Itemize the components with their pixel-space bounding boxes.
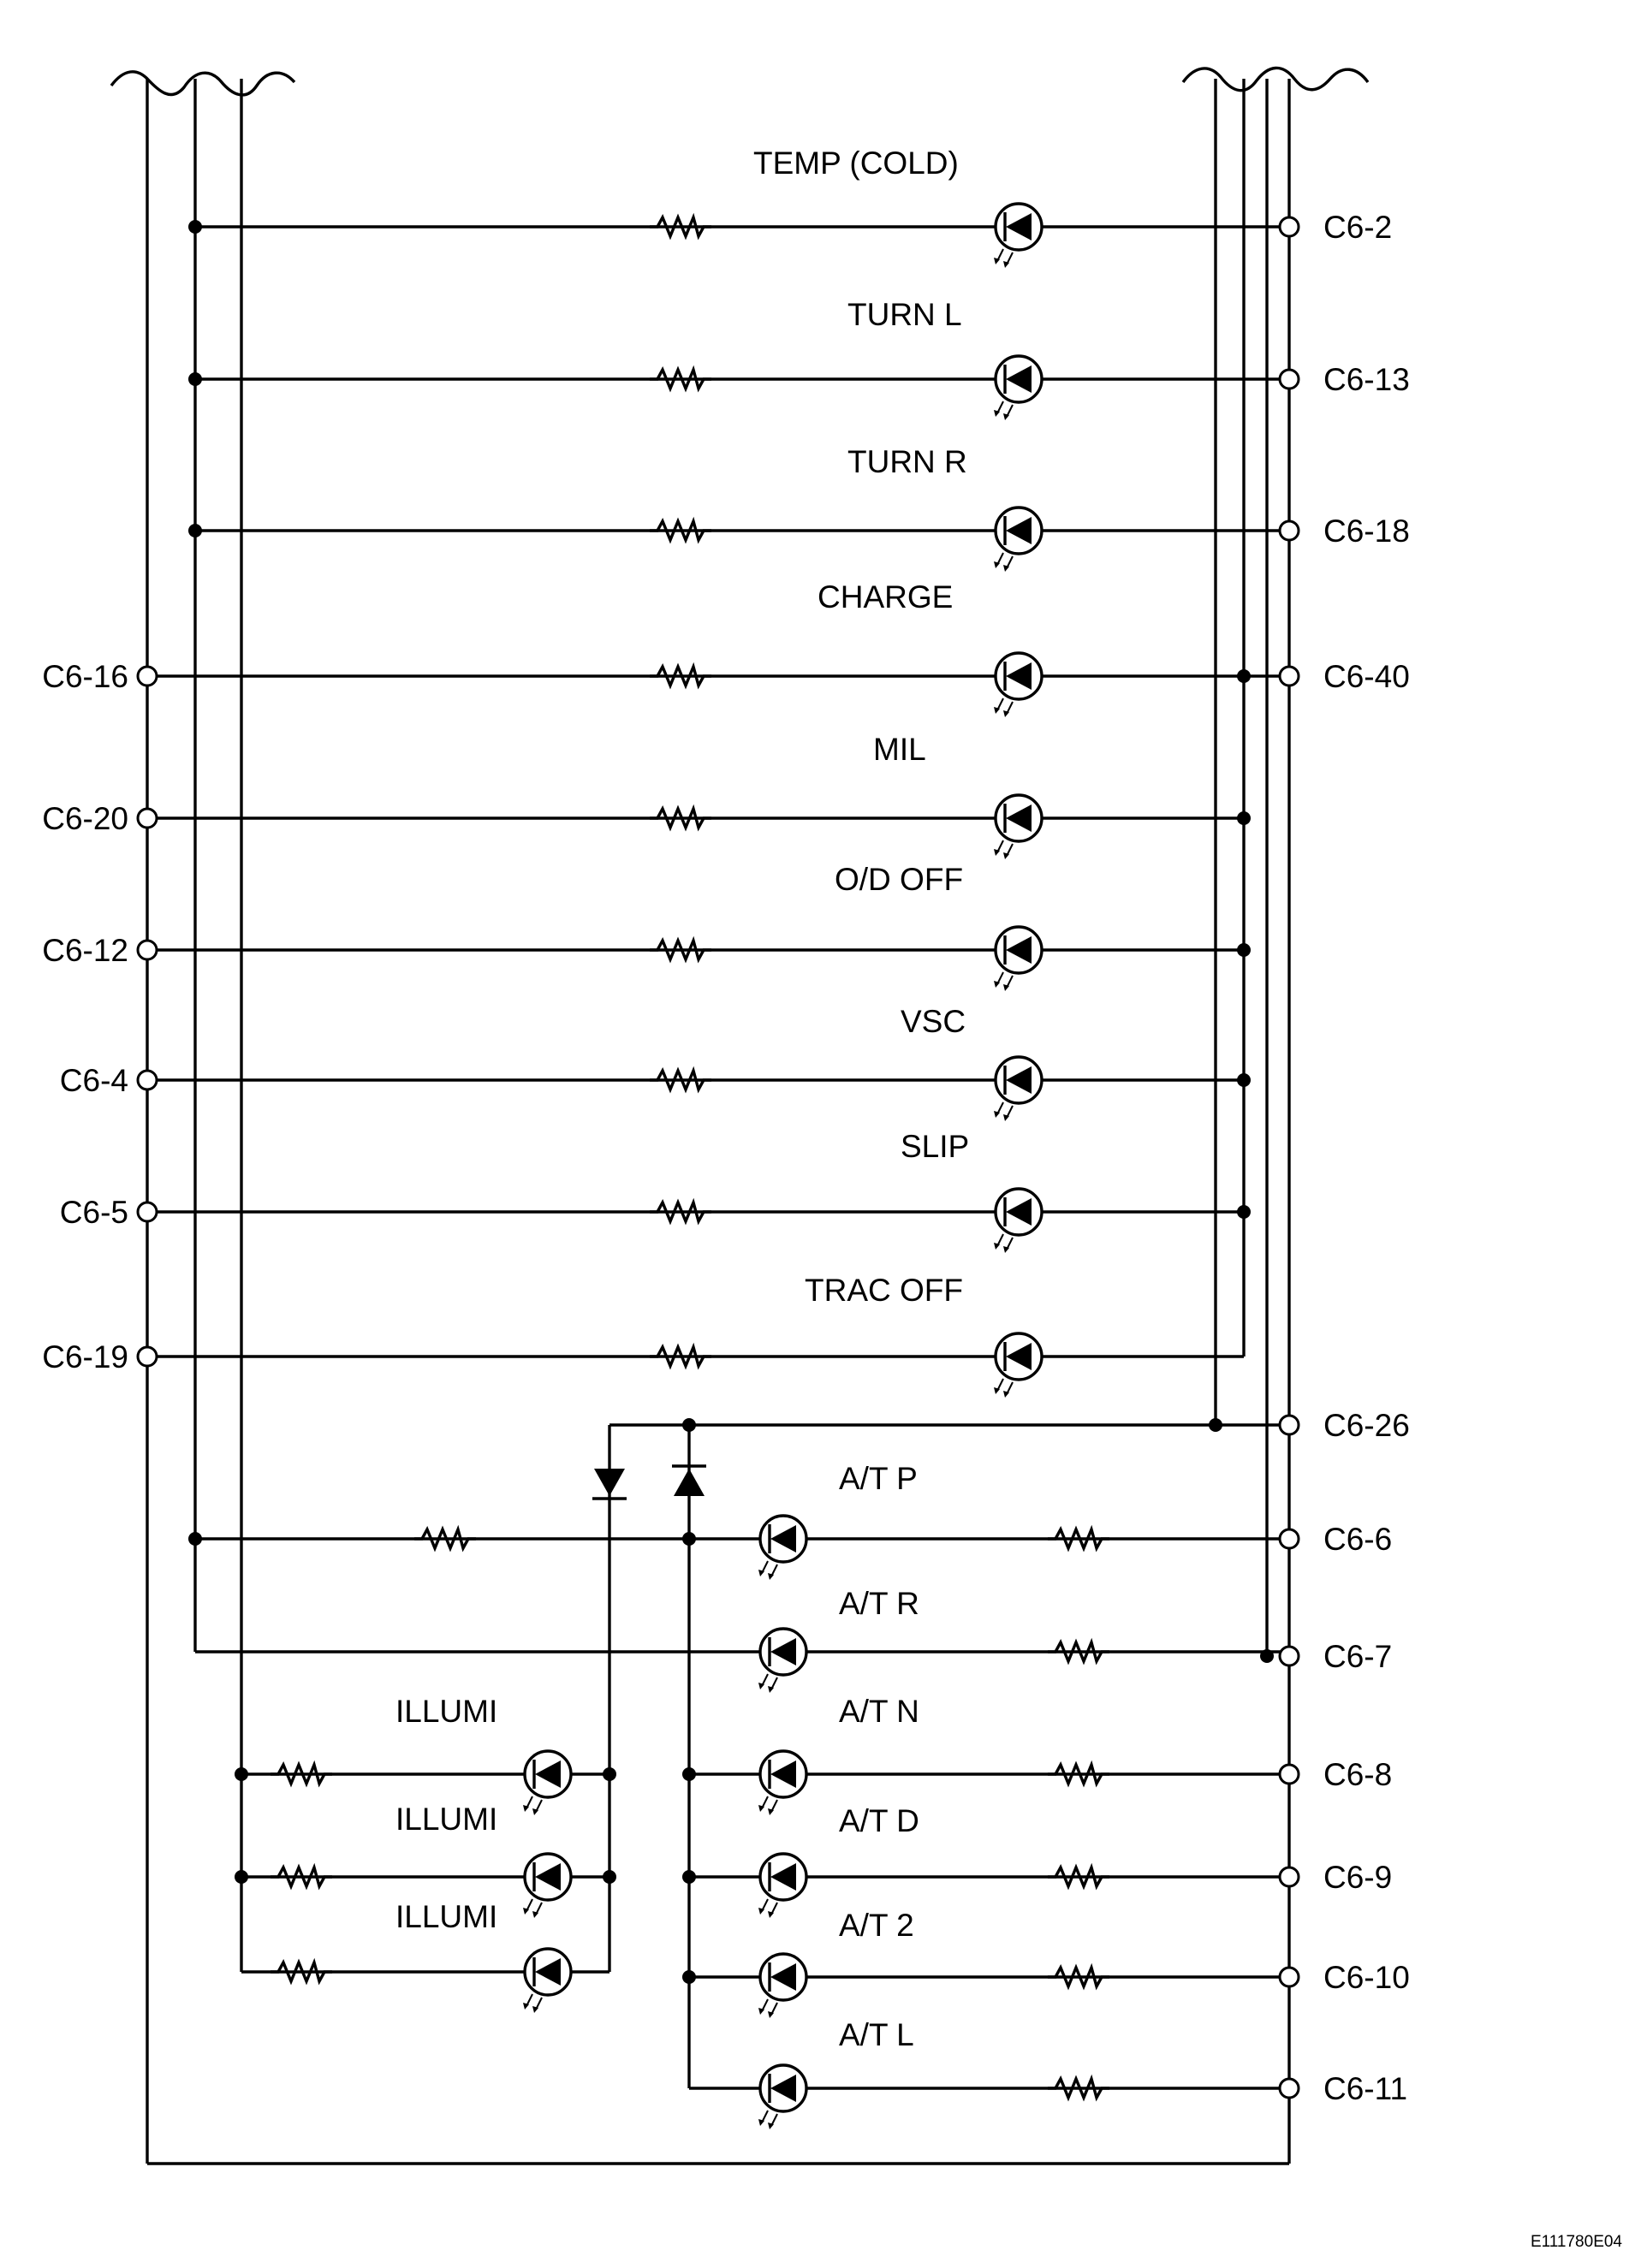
terminal-c6-10: C6-10 [1323,1960,1410,1995]
terminal-c6-19: C6-19 [42,1339,128,1374]
terminal-c6-5: C6-5 [60,1195,128,1230]
terminal-c6-4: C6-4 [60,1063,128,1098]
terminal-circles-right [1278,216,1300,2099]
label-at-n: A/T N [839,1694,919,1729]
terminal-c6-6: C6-6 [1323,1522,1392,1557]
label-illumi-1: ILLUMI [395,1694,497,1729]
terminal-circles-left [136,665,158,1368]
circuit-row [195,1627,1289,1695]
terminal-c6-26: C6-26 [1323,1408,1410,1443]
break-mark-left [110,70,296,97]
circuit-row [188,506,1289,573]
diode-network [592,1418,1289,2088]
label-at-2: A/T 2 [839,1908,914,1943]
terminal-c6-16: C6-16 [42,659,128,694]
break-mark-right [1181,66,1370,92]
circuit-row [188,354,1289,422]
terminal-c6-2: C6-2 [1323,210,1392,245]
terminal-c6-40: C6-40 [1323,659,1410,694]
label-temp-cold: TEMP (COLD) [753,145,959,181]
terminal-c6-8: C6-8 [1323,1757,1392,1792]
terminal-c6-20: C6-20 [42,801,128,836]
circuit-row [682,1852,1289,1920]
figure-code: E111780E04 [1531,2233,1622,2251]
label-slip: SLIP [901,1129,969,1164]
terminal-c6-13: C6-13 [1323,362,1410,397]
circuit-row [689,2063,1289,2131]
label-illumi-3: ILLUMI [395,1899,497,1934]
circuit-row [147,651,1289,719]
label-illumi-2: ILLUMI [395,1802,497,1837]
label-mil: MIL [873,732,926,767]
circuit-row [241,1947,609,2015]
label-turn-l: TURN L [847,297,962,332]
label-at-l: A/T L [839,2017,914,2052]
circuit-row [147,1332,1244,1399]
label-vsc: VSC [901,1004,966,1039]
circuit-row [147,1055,1251,1123]
circuit-row [682,1749,1289,1817]
label-turn-r: TURN R [847,444,967,479]
terminal-c6-18: C6-18 [1323,514,1410,549]
terminal-c6-7: C6-7 [1323,1639,1392,1674]
circuit-row [188,1514,1289,1582]
circuit-row [235,1749,616,1817]
label-charge: CHARGE [818,579,953,614]
terminal-c6-12: C6-12 [42,933,128,968]
terminal-c6-11: C6-11 [1323,2071,1407,2106]
label-trac-off: TRAC OFF [805,1273,963,1308]
label-od-off: O/D OFF [835,862,963,897]
circuit-row [188,202,1289,270]
terminal-c6-9: C6-9 [1323,1860,1392,1895]
circuit-row [147,925,1251,993]
label-at-d: A/T D [839,1803,919,1838]
circuit-row [235,1852,616,1920]
circuit-row [682,1952,1289,2020]
label-at-r: A/T R [839,1586,919,1621]
circuit-row [147,1187,1251,1255]
circuit-row [147,793,1251,861]
label-at-p: A/T P [839,1461,918,1496]
